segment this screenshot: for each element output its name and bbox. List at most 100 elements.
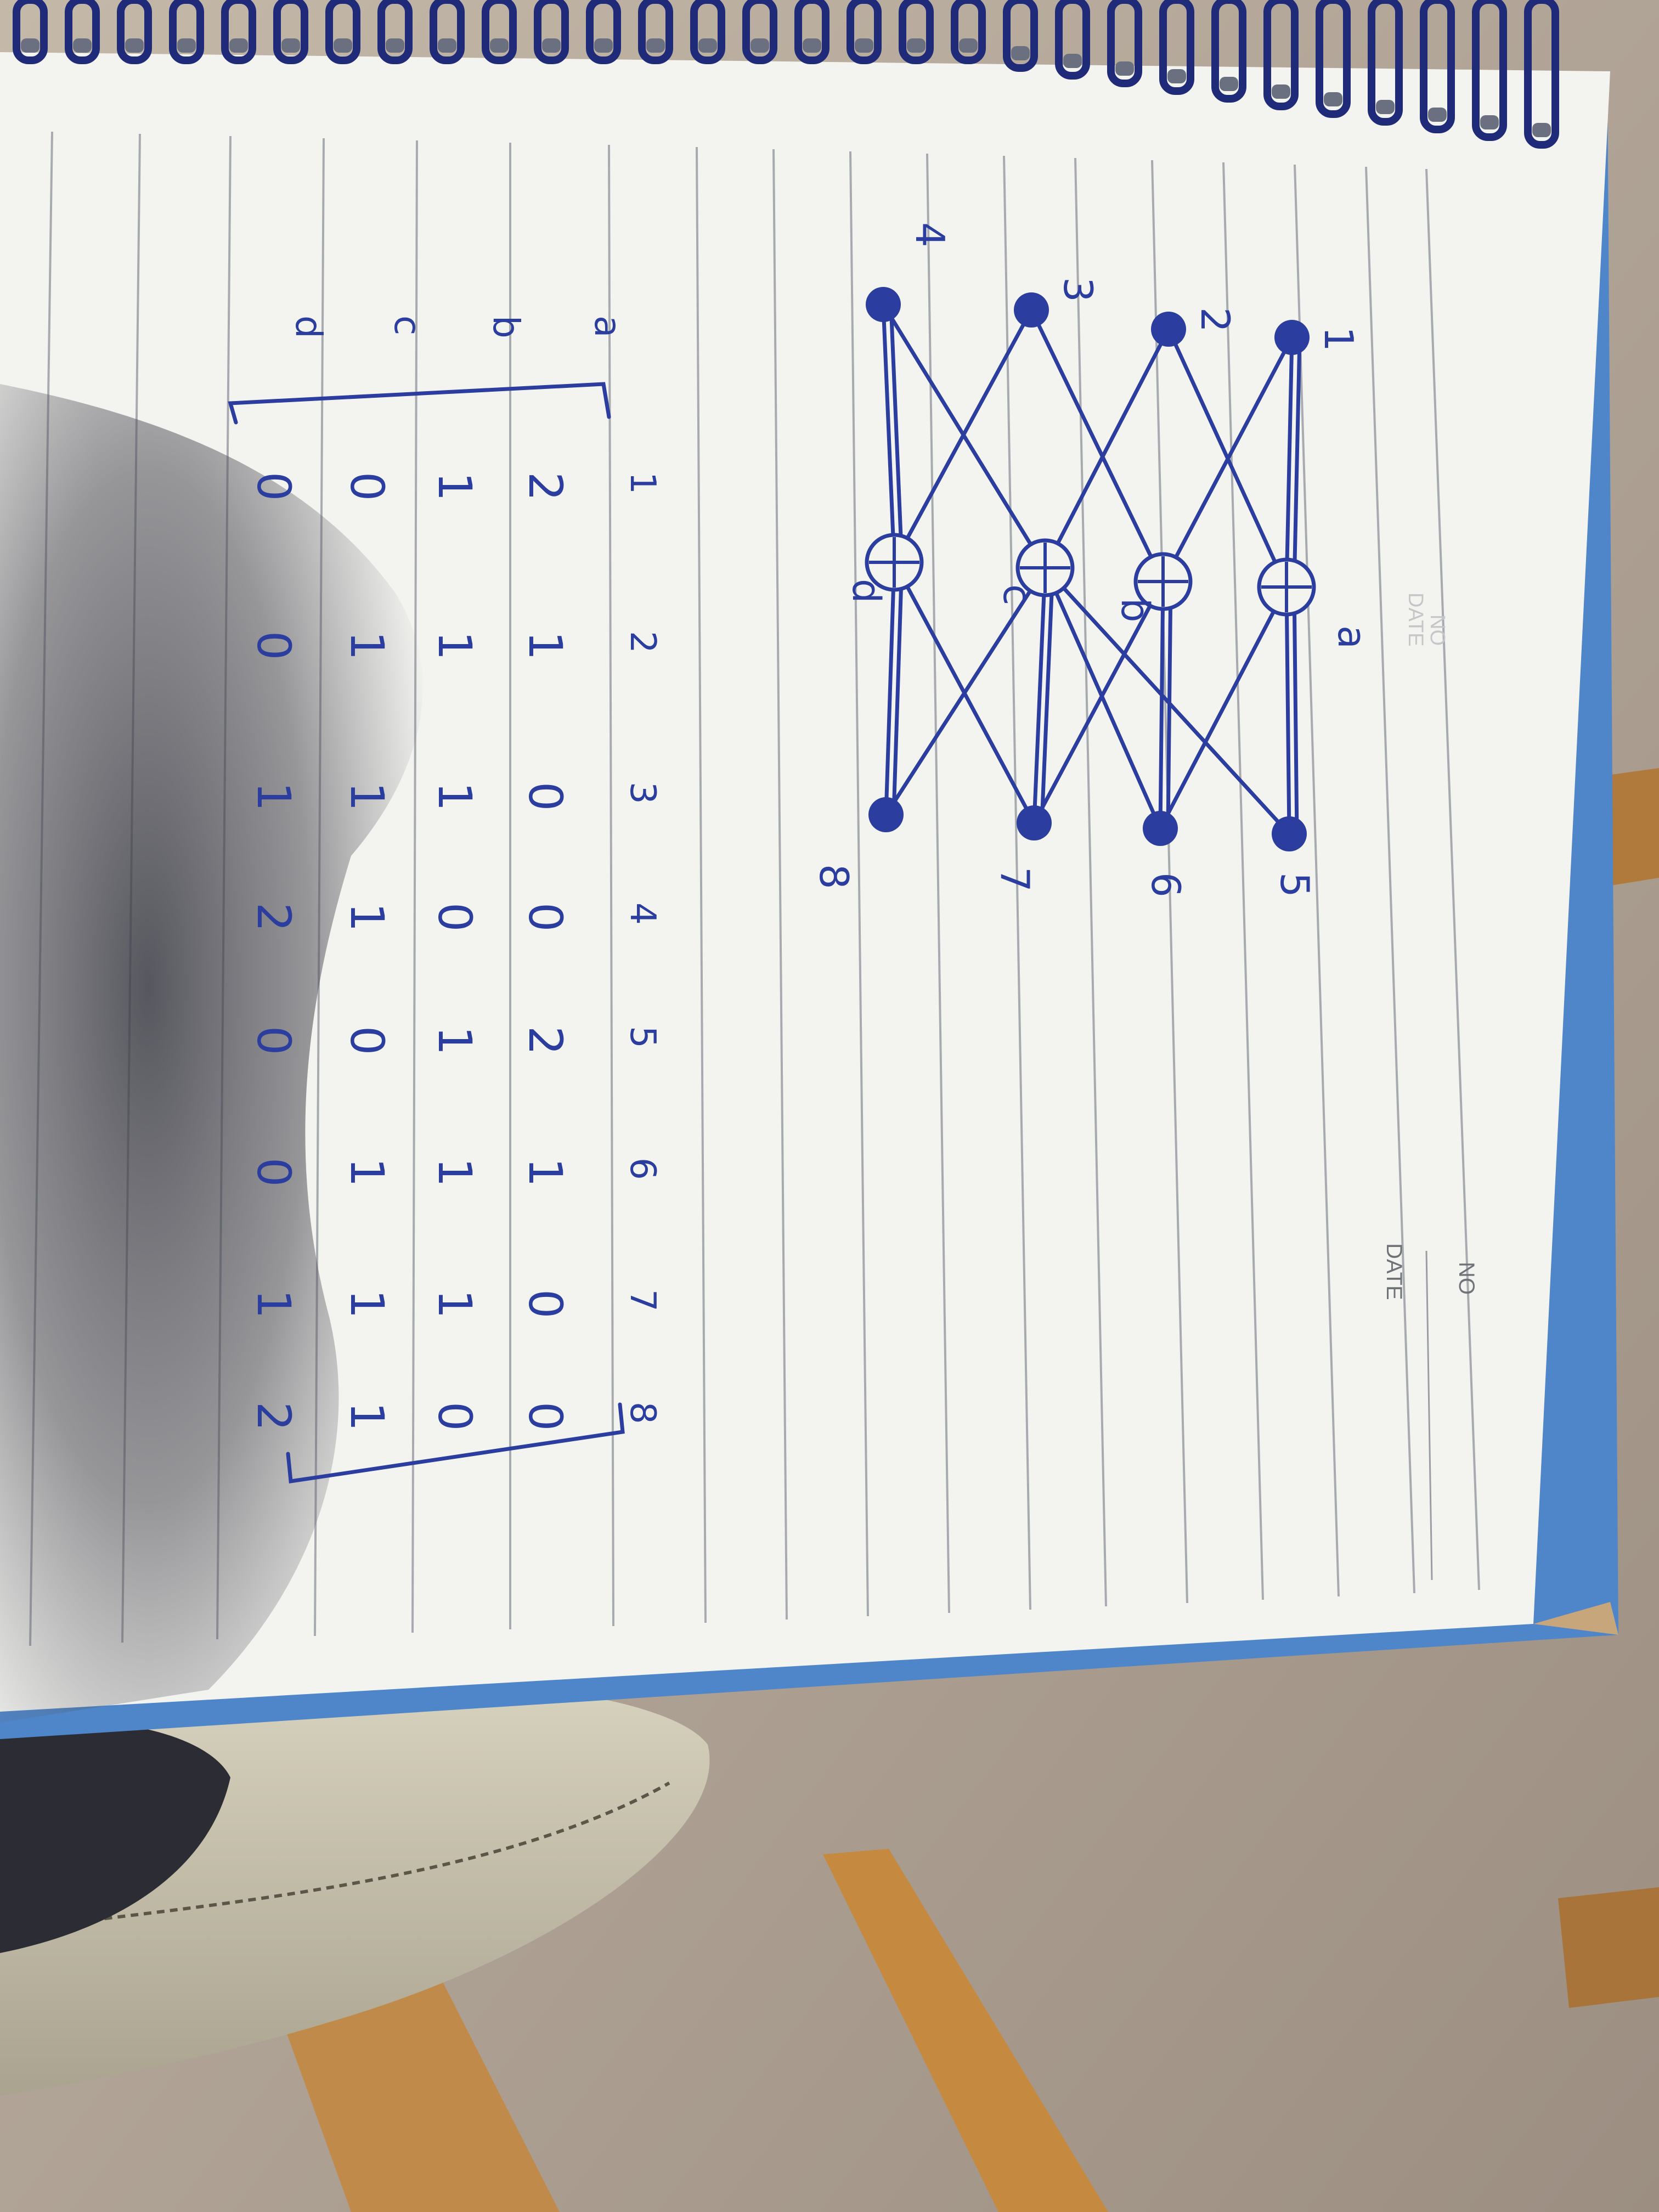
no-label: NO xyxy=(1454,1262,1479,1295)
spiral-ring xyxy=(325,0,360,64)
spiral-hole xyxy=(1063,54,1082,68)
spiral-hole xyxy=(334,38,352,53)
spiral-ring xyxy=(1524,0,1559,149)
matrix-row-label: a xyxy=(586,315,629,337)
rule-line xyxy=(1222,162,1264,1600)
graph-vertex xyxy=(866,287,901,322)
matrix-cell: 1 xyxy=(428,1158,482,1187)
matrix-cell: 1 xyxy=(428,472,482,501)
graph-edge xyxy=(889,302,904,565)
spiral-ring xyxy=(1107,0,1142,87)
spiral-hole xyxy=(281,38,300,53)
spiral-ring xyxy=(1316,0,1351,118)
spiral-ring xyxy=(951,0,986,64)
graph-vertex-label: 3 xyxy=(1055,277,1101,302)
spiral-hole xyxy=(646,38,665,53)
no-label-bleed: NO xyxy=(1426,614,1449,646)
graph-vertex xyxy=(1151,312,1186,347)
page-header: NO DATE NO DATE xyxy=(1382,592,1479,1581)
matrix-cell: 0 xyxy=(247,631,301,660)
spiral-hole xyxy=(959,38,978,53)
spiral-hole xyxy=(907,38,926,53)
graph-edge xyxy=(891,560,904,817)
graph-edge xyxy=(1158,585,1289,831)
graph-vertex-label: 5 xyxy=(1272,872,1318,898)
spiral-hole xyxy=(1167,69,1186,83)
matrix-cell: 1 xyxy=(518,1158,572,1187)
matrix-column-header: 6 xyxy=(622,1158,663,1180)
matrix-column-header: 2 xyxy=(622,631,663,653)
matrix-cell: 1 xyxy=(340,1158,394,1187)
spiral-ring xyxy=(13,0,48,64)
spiral-hole xyxy=(1115,61,1134,76)
rule-line xyxy=(1425,168,1480,1590)
graph-vertex-label: 8 xyxy=(811,864,857,889)
matrix-row-label: b xyxy=(485,315,527,338)
chair-rail-right-lower xyxy=(1558,1887,1659,2008)
matrix-cell: 0 xyxy=(340,472,394,501)
spiral-hole xyxy=(855,38,873,53)
matrix-column-header: 4 xyxy=(622,902,663,925)
spiral-ring xyxy=(1368,0,1403,126)
spiral-ring xyxy=(430,0,465,64)
matrix-cell: 1 xyxy=(428,782,482,811)
graph-cell-label: c xyxy=(995,584,1040,606)
spiral-ring xyxy=(1055,0,1090,80)
graph-edge xyxy=(1043,566,1291,836)
spiral-ring xyxy=(1420,0,1455,133)
matrix-cell: 1 xyxy=(428,631,482,660)
hand-shadow xyxy=(0,384,423,1723)
dark-fabric xyxy=(0,1719,230,1953)
graph-vertex xyxy=(1143,811,1178,846)
notebook-back-edge xyxy=(1533,1602,1618,1635)
rule-line xyxy=(772,149,788,1620)
rule-line xyxy=(608,144,614,1627)
matrix-cell: 1 xyxy=(340,782,394,811)
incidence-matrix: 12345678abcd2100210011101110011101110012… xyxy=(228,315,663,1484)
spiral-hole xyxy=(751,38,769,53)
graph-edge xyxy=(1040,566,1055,825)
rule-line xyxy=(1074,157,1107,1607)
graph-edge xyxy=(884,566,1047,817)
matrix-column-header: 1 xyxy=(622,472,663,494)
graph-edge xyxy=(881,302,896,565)
graph-edge xyxy=(1292,585,1299,836)
graph-cell-label: b xyxy=(1113,598,1158,622)
graph-edge xyxy=(1158,579,1165,831)
matrix-bracket-left xyxy=(228,382,611,425)
spiral-ring xyxy=(586,0,621,64)
matrix-cell: 1 xyxy=(340,902,394,932)
spiral-ring xyxy=(117,0,152,64)
matrix-cell: 2 xyxy=(518,1026,572,1055)
graph-vertex xyxy=(1017,805,1052,840)
cushion-seam xyxy=(0,1781,670,1933)
spiral-ring xyxy=(638,0,673,64)
matrix-cell: 0 xyxy=(340,1026,394,1055)
matrix-cell: 0 xyxy=(247,472,301,501)
graph-edge xyxy=(1032,566,1047,825)
graph-vertex-label: 4 xyxy=(907,222,953,247)
spiral-ring xyxy=(742,0,777,64)
matrix-cell: 1 xyxy=(340,1289,394,1318)
spiral-hole xyxy=(594,38,613,53)
matrix-row-label: d xyxy=(287,315,330,338)
matrix-column-header: 7 xyxy=(622,1289,663,1312)
spiral-hole xyxy=(1480,115,1499,129)
spiral-hole xyxy=(1532,123,1551,137)
spiral-ring xyxy=(1159,0,1194,95)
spiral-ring xyxy=(1211,0,1246,103)
spiral-hole xyxy=(698,38,717,53)
matrix-cell: 0 xyxy=(518,1289,572,1318)
matrix-column-header: 8 xyxy=(622,1402,663,1424)
matrix-cell: 1 xyxy=(428,1289,482,1318)
graph-edge xyxy=(881,302,1047,570)
graph-edge xyxy=(1284,585,1291,836)
graph-vertex xyxy=(1272,816,1307,851)
rule-line xyxy=(1151,160,1188,1604)
matrix-cell: 0 xyxy=(518,782,572,811)
spiral-hole xyxy=(73,38,92,53)
rule-line xyxy=(696,146,707,1623)
graph-edge xyxy=(1043,327,1171,570)
spiral-ring xyxy=(847,0,882,64)
